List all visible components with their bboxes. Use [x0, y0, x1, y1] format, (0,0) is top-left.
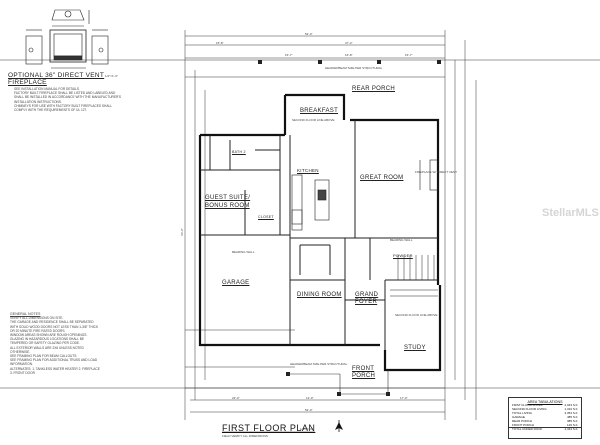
row-value: 485 S.F. [566, 414, 578, 419]
row-value: 385 S.F. [566, 418, 578, 423]
row-label: TOTAL UNDER ROOF [512, 427, 543, 432]
north-arrow-icon [335, 420, 343, 432]
fireplace-subtitle: FIREPLACE [8, 79, 47, 86]
row-value: 3,353 S.F. [564, 410, 578, 415]
general-note: WINDOW AREAS SHOWN ARE ROUGH OPENINGS. G… [10, 333, 88, 346]
room-front-porch-2: PORCH [352, 373, 376, 379]
general-note: SEE FRAMING PLAN FOR BEAM CALLOUTS. [10, 354, 78, 359]
row-label: SECOND FLOOR LIVING [512, 406, 547, 411]
note-fireplace: FIREPLACE W/ DIRECT VENT [415, 170, 457, 174]
room-bath: BATH 2 [232, 150, 246, 154]
note-second-floor: SECOND FLOOR LINE ABOVE [292, 118, 335, 122]
table-row: GARAGE 485 S.F. [509, 414, 581, 420]
dim-bottom-mid: 13'-0" [306, 396, 314, 400]
room-closet: CLOSET [258, 215, 274, 219]
fireplace-title: OPTIONAL 36" DIRECT VENT [8, 72, 105, 79]
row-label: TOTAL LIVING [512, 410, 532, 415]
row-label: GARAGE [512, 414, 525, 419]
dim-porch-right: 16'-7" [405, 53, 413, 57]
dim-porch-left: 16'-7" [285, 53, 293, 57]
table-row: TOTAL UNDER ROOF 4,343 S.F. [509, 427, 581, 432]
dim-bottom-overall: 54'-0" [305, 408, 313, 412]
dim-overall-depth: 64'-0" [179, 228, 184, 236]
row-label: FRONT PORCH [512, 422, 534, 427]
row-value: 4,343 S.F. [564, 427, 578, 432]
watermark: StellarMLS [542, 207, 599, 219]
general-notes-title: GENERAL NOTES [10, 312, 41, 316]
row-value: 120 S.F. [566, 422, 578, 427]
room-grand-foyer-2: FOYER [355, 299, 378, 305]
note-structural-beam: HEADER/BEAM SIZE PER STRUCTURAL [325, 66, 383, 70]
dim-top-left: 15'-8" [216, 41, 224, 45]
dim-bottom-right: 17'-0" [400, 396, 408, 400]
fireplace-note: CHIMNEYS FOR USE WITH FACTORY BUILT FIRE… [14, 103, 112, 113]
room-powder: POWDER [393, 253, 413, 258]
general-note: ALL EXTERIOR WALLS ARE 2X6 UNLESS NOTED … [10, 345, 84, 354]
row-value: 1,310 S.F. [564, 406, 578, 411]
room-front-porch: FRONT [352, 366, 375, 372]
fireplace-notes: SEE INSTALLATION MANUAL FOR DETAILS. FAC… [14, 87, 124, 112]
fireplace-note: SEE INSTALLATION MANUAL FOR DETAILS. [14, 87, 80, 91]
room-great-room: GREAT ROOM [360, 175, 404, 181]
table-row: REAR PORCH 385 S.F. [509, 418, 581, 424]
row-label: REAR PORCH [512, 418, 533, 423]
dim-overall-width: 54'-0" [305, 32, 313, 36]
note-structural-beam-front: HEADER/BEAM SIZE PER STRUCTURAL [290, 362, 348, 366]
general-note: THE GARAGE AND RESIDENCE SHALL BE SEPARA… [10, 320, 99, 333]
dim-top-mid: 37'-4" [345, 41, 353, 45]
plan-subtitle: FIELD VERIFY ALL DIMENSIONS [222, 434, 268, 438]
room-bonus-room: BONUS ROOM [205, 203, 250, 209]
room-dining-room: DINING ROOM [297, 292, 342, 298]
dim-bottom-left: 23'-0" [232, 396, 240, 400]
room-rear-porch: REAR PORCH [352, 86, 396, 92]
room-breakfast: BREAKFAST [300, 108, 339, 114]
general-note: SEE FRAMING PLAN FOR ADDITIONAL TRUSS AN… [10, 358, 98, 367]
row-value: 2,043 S.F. [564, 403, 578, 407]
general-note: VERIFY ALL DIMENSIONS ON SITE. [10, 316, 64, 321]
note-second-floor-study: SECOND FLOOR LINE ABOVE [395, 313, 438, 317]
general-note: ALTERNATES: 1. TANKLESS WATER HEATER 2. … [10, 366, 100, 375]
fireplace-scale: 1/4"=1'-0" [105, 74, 118, 78]
table-row: FIRST FLOOR LIVING 2,043 S.F. [509, 403, 581, 408]
room-kitchen: KITCHEN [297, 168, 319, 173]
note-bearing-wall-2: BEARING WALL [390, 238, 413, 242]
fireplace-note: FACTORY BUILT FIREPLACE SHALL BE LISTED … [14, 91, 121, 104]
note-bearing-wall: BEARING WALL [232, 250, 255, 254]
row-label: FIRST FLOOR LIVING [512, 403, 543, 407]
room-study: STUDY [404, 345, 426, 351]
plan-scale: 1/4"=1'-0" [300, 427, 313, 431]
area-tabulations-title: AREA TABULATIONS [527, 400, 563, 404]
table-row: TOTAL LIVING 3,353 S.F. [509, 410, 581, 416]
general-notes: GENERAL NOTES VERIFY ALL DIMENSIONS ON S… [10, 312, 102, 375]
dim-porch-mid: 16'-8" [345, 53, 353, 57]
room-garage: GARAGE [222, 280, 250, 286]
table-row: FRONT PORCH 120 S.F. [509, 422, 581, 428]
table-row: SECOND FLOOR LIVING 1,310 S.F. [509, 406, 581, 412]
area-tabulations-table: AREA TABULATIONS FIRST FLOOR LIVING 2,043… [508, 397, 582, 439]
room-grand-foyer: GRAND [355, 292, 379, 298]
room-guest-suite: GUEST SUITE/ [205, 195, 251, 201]
plan-title: FIRST FLOOR PLAN [222, 423, 316, 433]
